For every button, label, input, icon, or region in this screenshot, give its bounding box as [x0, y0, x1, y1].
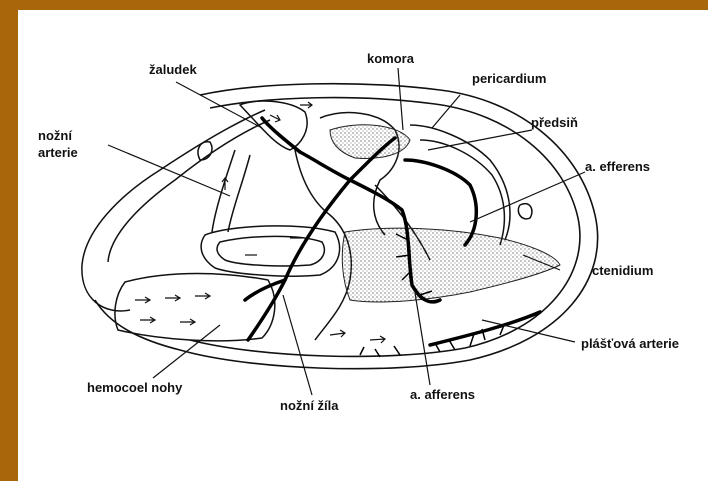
label-nozni-arterie-line2: arterie: [38, 145, 78, 160]
label-komora: komora: [367, 51, 414, 66]
label-predsin: předsiň: [531, 115, 578, 130]
label-ctenidium: ctenidium: [592, 263, 653, 278]
label-zaludek: žaludek: [149, 62, 197, 77]
label-a-efferens: a. efferens: [585, 159, 650, 174]
label-hemocoel-nohy: hemocoel nohy: [87, 380, 182, 395]
label-nozni-arterie-line1: nožní: [38, 128, 72, 143]
label-pericardium: pericardium: [472, 71, 546, 86]
label-a-afferens: a. afferens: [410, 387, 475, 402]
label-nozni-zila: nožní žíla: [280, 398, 339, 413]
body-outline: [82, 101, 532, 341]
ctenidium-gill: [342, 228, 560, 302]
label-plastova-arterie: plášťová arterie: [581, 336, 679, 351]
